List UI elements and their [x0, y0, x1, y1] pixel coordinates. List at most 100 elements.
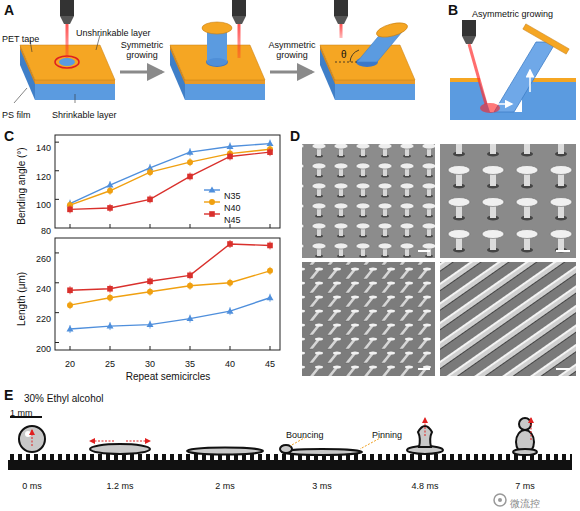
ellipse-shape [375, 20, 409, 40]
label-holder: 1.2 ms [120, 475, 147, 493]
label-holder: Unshrinkable layer [76, 22, 151, 40]
path-shape [418, 426, 432, 447]
rect-shape [8, 454, 572, 460]
rect-shape [238, 24, 241, 58]
line-shape [529, 70, 531, 92]
data-marker [227, 280, 233, 286]
line-shape [75, 94, 76, 103]
circle-shape [519, 418, 531, 430]
data-marker [209, 187, 216, 193]
label-holder: C [4, 127, 14, 145]
rect-shape [340, 24, 343, 38]
data-marker [67, 207, 73, 213]
data-marker [187, 159, 193, 165]
rect-shape [418, 250, 430, 252]
line-shape [270, 71, 312, 74]
circle-shape [19, 426, 45, 452]
ellipse-shape [513, 449, 537, 455]
tick-label: 30 [145, 359, 155, 369]
tick-mark [270, 346, 271, 350]
label-holder: 25 [110, 353, 120, 371]
data-marker [67, 326, 74, 332]
label-holder: 7 ms [525, 475, 545, 493]
use-shape [232, 0, 246, 24]
label-holder: 2 ms [225, 475, 245, 493]
ellipse-shape [90, 444, 150, 454]
data-marker [107, 323, 114, 329]
label-holder: PS film [2, 104, 31, 122]
data-line [70, 298, 270, 329]
data-marker [227, 308, 234, 314]
rect-shape [440, 262, 576, 376]
data-marker [147, 321, 154, 327]
tick-label: 220 [36, 313, 51, 323]
label-holder: 45 [270, 353, 280, 371]
data-marker [227, 241, 233, 247]
tick-mark [55, 282, 59, 283]
panel-letter: B [448, 2, 458, 18]
tick-label: 240 [36, 284, 51, 294]
label-holder: Bending angle (°) [22, 181, 99, 199]
label-holder: 30% Ethyl alcohol [24, 388, 104, 406]
rect-shape [8, 460, 572, 470]
rect-shape [302, 144, 435, 258]
data-marker [187, 174, 193, 180]
data-marker [67, 302, 73, 308]
label-holder: 100 [51, 199, 66, 217]
label-holder: 3 ms [322, 475, 342, 493]
line-shape [425, 418, 426, 436]
label-holder: 200 [51, 343, 66, 361]
panel-letter: C [4, 128, 14, 144]
label-holder: B [448, 1, 458, 19]
axis-title: Bending angle (°) [16, 147, 28, 224]
panel-letter: A [4, 2, 14, 18]
use-shape [60, 0, 74, 24]
ellipse-shape [187, 448, 263, 455]
step-label: Symmetric growing [116, 40, 168, 61]
tick-mark [55, 342, 59, 343]
tick-mark [150, 346, 151, 350]
layer-label: Unshrinkable layer [76, 28, 151, 38]
label-holder: 0 ms [32, 475, 52, 493]
data-marker [267, 294, 274, 300]
data-line [70, 271, 270, 305]
label-holder: 35 [190, 353, 200, 371]
rect-shape [302, 262, 435, 376]
legend-label: N45 [224, 215, 241, 225]
data-marker [187, 315, 194, 321]
layer-label: Shrinkable layer [52, 110, 117, 120]
panel-letter: D [290, 128, 300, 144]
use-shape [334, 0, 348, 24]
time-label: 7 ms [515, 481, 535, 491]
label-holder: A [4, 1, 14, 19]
data-marker [107, 205, 113, 211]
tick-mark [110, 346, 111, 350]
circle-shape [498, 498, 502, 502]
tick-mark [55, 142, 59, 143]
tick-mark [150, 224, 151, 228]
tick-mark [270, 224, 271, 228]
label-holder: 80 [51, 225, 61, 243]
label-holder: E [4, 386, 13, 404]
ellipse-shape [202, 22, 232, 34]
label-holder: 30 [150, 353, 160, 371]
axis-title: Length (μm) [16, 272, 28, 326]
callout-label: Bouncing [286, 430, 324, 440]
label-holder: 140 [51, 142, 66, 160]
data-marker [147, 197, 153, 203]
line-shape [32, 430, 33, 446]
line-shape [126, 441, 150, 442]
tick-mark [190, 224, 191, 228]
circle-shape [25, 431, 31, 437]
data-line [70, 152, 270, 209]
step-label: Asymmetric growing [265, 40, 319, 61]
label-holder: Bouncing [286, 424, 324, 442]
scale-label: 1 mm [10, 408, 33, 418]
tick-mark [55, 199, 59, 200]
label-holder: 260 [51, 253, 66, 271]
watermark: 微流控 [510, 498, 540, 510]
label-holder: 4.8 ms [425, 475, 452, 493]
label-holder: 微流控 [510, 493, 540, 511]
data-marker [227, 154, 233, 160]
